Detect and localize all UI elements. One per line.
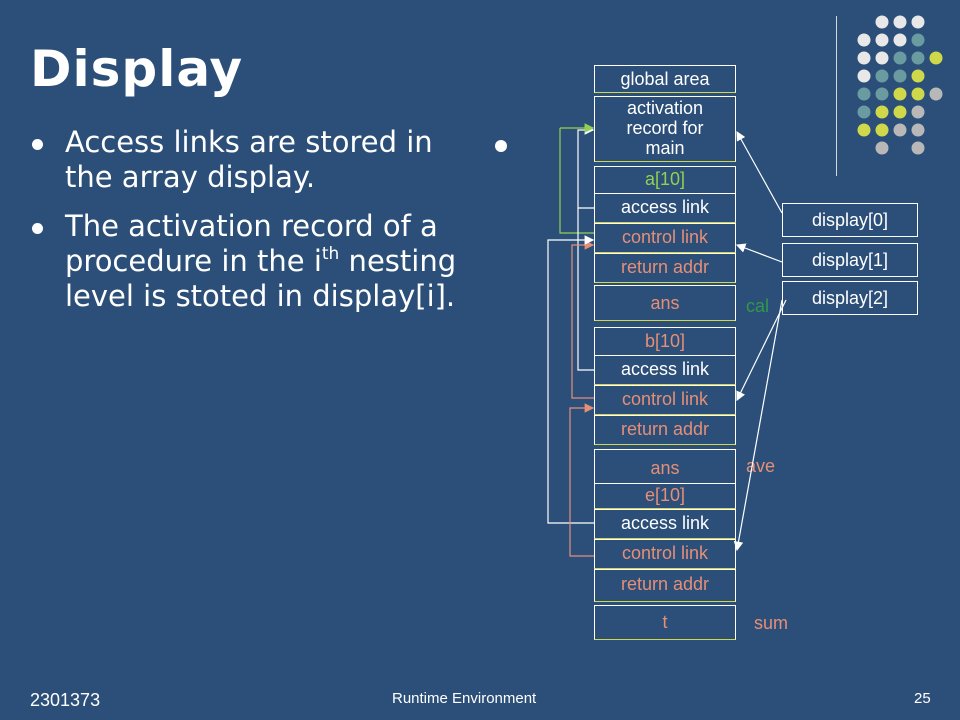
footer-topic: Runtime Environment (392, 690, 537, 707)
access-link-box: access link (594, 509, 736, 539)
bullet-item: Access links are stored in the array dis… (28, 125, 468, 195)
b10-box: b[10] (594, 327, 736, 357)
bullet-item: The activation record of a procedure in … (28, 209, 468, 314)
access-link-box: access link (594, 193, 736, 223)
bullet-icon (32, 223, 43, 234)
empty-bullet-icon (495, 140, 507, 152)
return-addr-box: return addr (594, 569, 736, 602)
bullet-list: Access links are stored in the array dis… (28, 125, 468, 328)
display-2-arrow (733, 299, 783, 552)
ans-box: ans (594, 449, 736, 484)
control-link-box: control link (594, 539, 736, 569)
control-link-box: control link (594, 385, 736, 415)
bullet-text: Access links are stored in the array dis… (65, 125, 433, 194)
cal-access-link-arrow (577, 125, 595, 209)
bullet-text: The activation record of a procedure in … (65, 209, 457, 313)
decorative-vertical-line (836, 16, 837, 176)
main-record-box: activation record for main (594, 96, 736, 162)
display-2-old-arrow (736, 299, 787, 402)
global-area-box: global area (594, 65, 736, 93)
ave-access-link-arrow (577, 208, 594, 371)
return-addr-box: return addr (594, 253, 736, 283)
display-2-box: display[2] (782, 281, 918, 315)
cal-control-link-arrow (559, 128, 594, 234)
display-0-arrow (736, 130, 783, 214)
e10-box: e[10] (594, 483, 736, 509)
display-1-arrow (735, 243, 783, 263)
proc-label-cal: cal (746, 296, 770, 316)
bullet-icon (32, 139, 43, 150)
course-code: 2301373 (30, 690, 101, 710)
page-number: 25 (914, 690, 931, 707)
ave-control-link-arrow (571, 240, 595, 399)
control-link-box: control link (594, 223, 736, 253)
sum-access-link-arrow (547, 235, 595, 524)
sum-control-link-arrow (569, 403, 595, 557)
access-link-box: access link (594, 355, 736, 385)
t-box: t (594, 605, 736, 640)
display-1-box: display[1] (782, 243, 918, 277)
ans-box: ans (594, 285, 736, 321)
display-0-box: display[0] (782, 203, 918, 237)
return-addr-box: return addr (594, 415, 736, 445)
slide-title: Display (30, 40, 244, 98)
proc-label-sum: sum (754, 613, 789, 633)
